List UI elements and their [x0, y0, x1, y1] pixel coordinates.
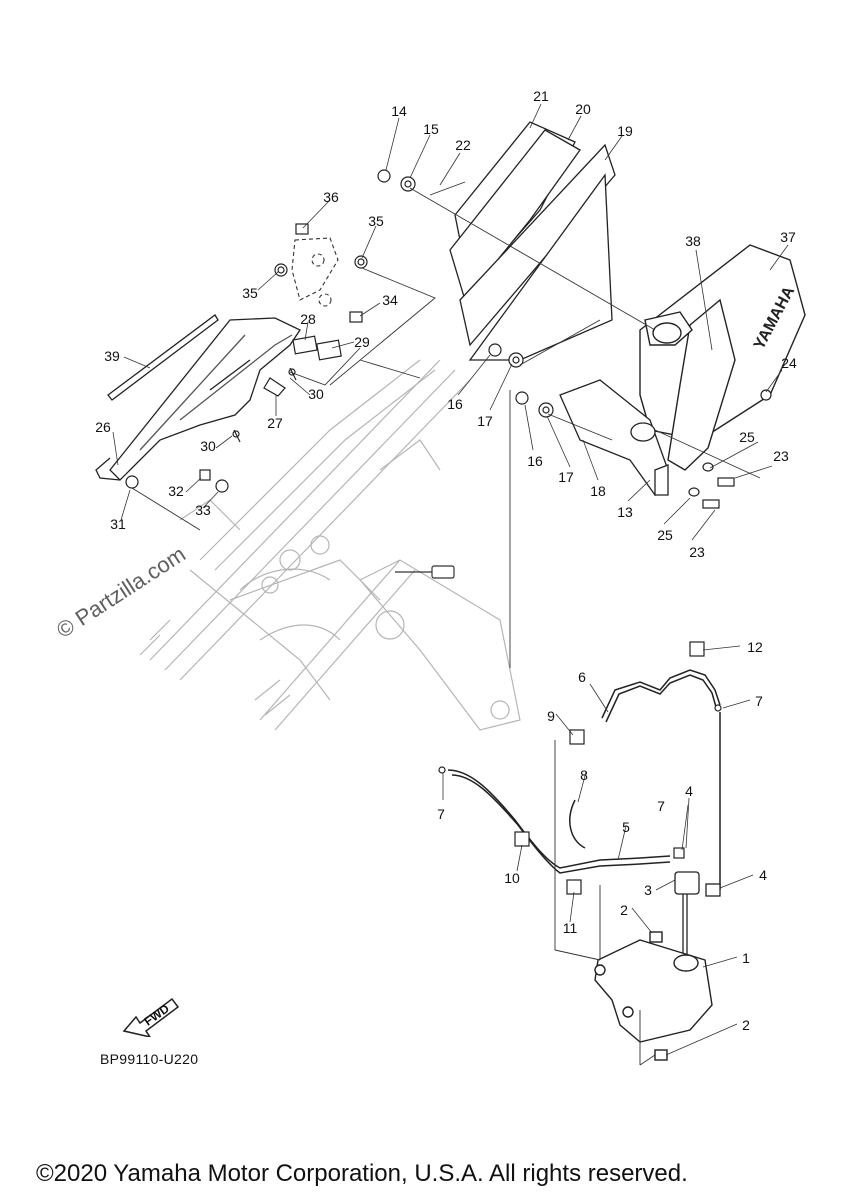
callout-19: 19 — [617, 123, 633, 139]
copyright-text: ©2020 Yamaha Motor Corporation, U.S.A. A… — [36, 1160, 688, 1187]
callout-8: 8 — [580, 767, 588, 783]
side-cover-stripe — [107, 314, 219, 401]
breather-hoses — [447, 669, 721, 890]
callout-35: 35 — [242, 285, 258, 301]
callout-37: 37 — [780, 229, 796, 245]
callout-1: 1 — [742, 950, 750, 966]
callout-7: 7 — [755, 693, 763, 709]
breather-valve — [674, 871, 721, 960]
callout-36: 36 — [323, 189, 339, 205]
callout-32: 32 — [168, 483, 184, 499]
frame-ghost — [139, 359, 521, 731]
callout-connectors — [112, 103, 789, 1056]
callout-30: 30 — [308, 386, 324, 402]
fwd-arrow-icon — [122, 997, 180, 1037]
callout-22: 22 — [455, 137, 471, 153]
leader-lines-left — [131, 267, 436, 531]
callout-12: 12 — [747, 639, 763, 655]
leader-lines-right — [409, 181, 761, 668]
callout-16: 16 — [527, 453, 543, 469]
callout-25: 25 — [739, 429, 755, 445]
diagram-code: BP99110-U220 — [100, 1051, 199, 1067]
callout-39: 39 — [104, 348, 120, 364]
callout-21: 21 — [533, 88, 549, 104]
callout-14: 14 — [391, 103, 407, 119]
callout-27: 27 — [267, 415, 283, 431]
callout-35: 35 — [368, 213, 384, 229]
callout-23: 23 — [773, 448, 789, 464]
callout-25: 25 — [657, 527, 673, 543]
callout-26: 26 — [95, 419, 111, 435]
callout-7: 7 — [437, 806, 445, 822]
callout-11: 11 — [562, 920, 578, 936]
frame-bolt — [395, 565, 455, 579]
bolts-left — [125, 223, 368, 493]
callout-3: 3 — [644, 882, 652, 898]
callout-4: 4 — [685, 783, 693, 799]
callout-9: 9 — [547, 708, 555, 724]
cover-brackets — [232, 335, 342, 443]
callout-15: 15 — [423, 121, 439, 137]
callout-33: 33 — [195, 502, 211, 518]
airbox-plates — [449, 121, 616, 361]
breather-tank — [594, 931, 713, 1061]
callout-23: 23 — [689, 544, 705, 560]
callout-10: 10 — [504, 870, 520, 886]
callout-5: 5 — [622, 819, 630, 835]
cover-mount-bracket — [291, 237, 339, 307]
callout-31: 31 — [110, 516, 126, 532]
callout-28: 28 — [300, 311, 316, 327]
callout-38: 38 — [685, 233, 701, 249]
side-cover-left — [95, 317, 301, 481]
callout-6: 6 — [578, 669, 586, 685]
callout-2: 2 — [620, 902, 628, 918]
callout-29: 29 — [354, 334, 370, 350]
callout-34: 34 — [382, 292, 398, 308]
callout-4: 4 — [759, 867, 767, 883]
callout-2: 2 — [742, 1017, 750, 1033]
callout-17: 17 — [477, 413, 493, 429]
callout-20: 20 — [575, 101, 591, 117]
leader-lines-bottom — [554, 740, 656, 1066]
hose-clamps — [438, 641, 722, 895]
callout-17: 17 — [558, 469, 574, 485]
callout-24: 24 — [781, 355, 797, 371]
callout-13: 13 — [617, 504, 633, 520]
callout-18: 18 — [590, 483, 606, 499]
airbox-bracket — [559, 379, 669, 497]
callout-16: 16 — [447, 396, 463, 412]
grommets-right — [377, 169, 772, 509]
callout-30: 30 — [200, 438, 216, 454]
callout-7: 7 — [657, 798, 665, 814]
